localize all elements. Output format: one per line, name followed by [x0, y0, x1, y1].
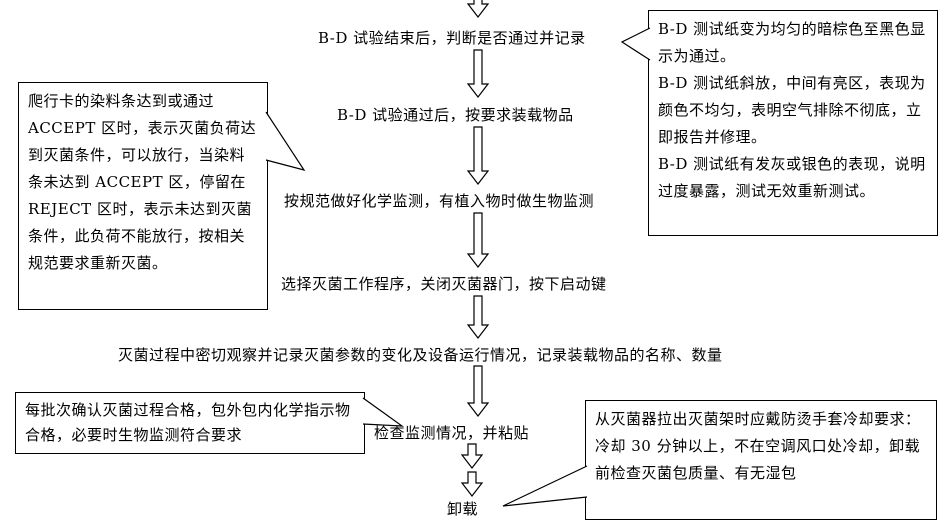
- flow-arrow-1: [466, 49, 490, 98]
- unload-text: 从灭菌器拉出灭菌架时应戴防烫手套冷却要求：冷却 30 分钟以上，不在空调风口处冷…: [595, 410, 921, 482]
- bd-result-paragraph: B-D 测试纸有发灰或银色的表现，说明过度暴露，测试无效重新测试。: [658, 155, 926, 200]
- flow-step-load-items: B-D 试验通过后，按要求装载物品: [337, 106, 574, 124]
- bd-result-paragraph: B-D 测试纸斜放，中间有亮区，表现为颜色不均匀，表明空气排除不彻底，立即报告并…: [658, 74, 926, 146]
- flow-arrow-2: [466, 126, 490, 185]
- unload-callout-tail: [503, 466, 587, 506]
- flow-arrow-6: [460, 443, 484, 469]
- batch-check-text: 每批次确认灭菌过程合格，包外包内化学指示物合格，必要时生物监测符合要求: [25, 401, 351, 444]
- callout-unload-note: 从灭菌器拉出灭菌架时应戴防烫手套冷却要求：冷却 30 分钟以上，不在空调风口处冷…: [585, 400, 937, 520]
- callout-batch-confirm-note: 每批次确认灭菌过程合格，包外包内化学指示物合格，必要时生物监测符合要求: [15, 392, 365, 454]
- flow-arrow-3: [466, 212, 490, 268]
- flow-step-observe-record: 灭菌过程中密切观察并记录灭菌参数的变化及设备运行情况，记录装载物品的名称、数量: [118, 346, 723, 364]
- flow-step-select-program: 选择灭菌工作程序，关闭灭菌器门，按下启动键: [281, 275, 607, 293]
- crawl-card-callout-tail: [266, 112, 304, 170]
- bd-result-paragraph: B-D 测试纸变为均匀的暗棕色至黑色显示为通过。: [658, 20, 926, 65]
- bd-result-callout-tail: [622, 28, 650, 60]
- flow-step-check-paste: 检查监测情况，并粘贴: [374, 424, 530, 442]
- flow-step-chemical-monitoring: 按规范做好化学监测，有植入物时做生物监测: [284, 192, 595, 210]
- flow-arrow-top: [466, 0, 490, 18]
- flow-step-unload: 卸载: [447, 500, 479, 518]
- flow-step-judge-record: B-D 试验结束后，判断是否通过并记录: [318, 29, 586, 47]
- flow-arrow-4: [466, 295, 490, 339]
- callout-crawl-card-note: 爬行卡的染料条达到或通过 ACCEPT 区时，表示灭菌负荷达到灭菌条件，可以放行…: [18, 82, 268, 310]
- crawl-card-text: 爬行卡的染料条达到或通过 ACCEPT 区时，表示灭菌负荷达到灭菌条件，可以放行…: [28, 92, 257, 272]
- flow-arrow-5: [466, 365, 490, 417]
- flow-arrow-7: [460, 471, 484, 497]
- callout-bd-result-note: B-D 测试纸变为均匀的暗棕色至黑色显示为通过。 B-D 测试纸斜放，中间有亮区…: [648, 10, 938, 236]
